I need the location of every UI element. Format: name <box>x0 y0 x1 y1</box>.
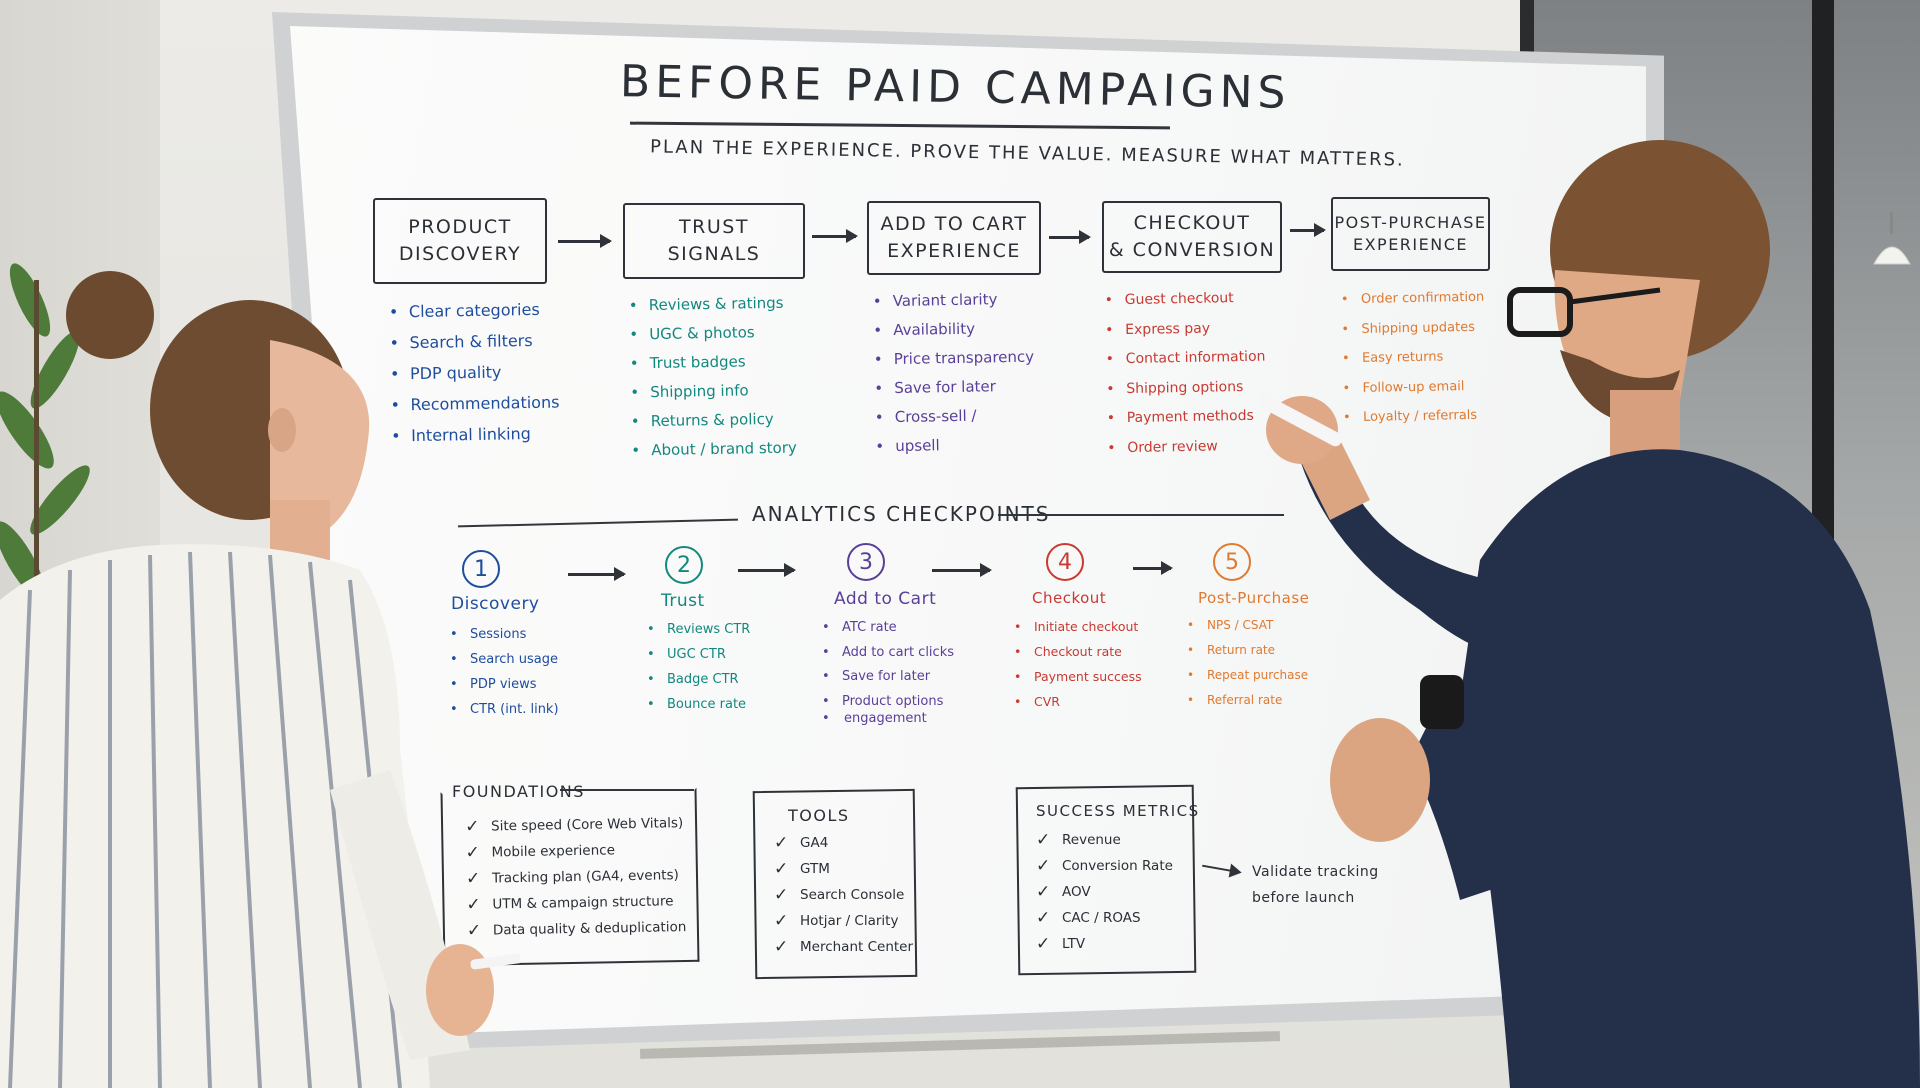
list-item: Product options <box>820 690 954 715</box>
list-item: Referral rate <box>1185 688 1308 713</box>
list-item: Reviews CTR <box>645 617 750 642</box>
panel-top-line <box>560 789 694 791</box>
check-item: GTM <box>774 856 913 882</box>
stage-checkout: CHECKOUT & CONVERSION <box>1102 201 1282 273</box>
list-item: About / brand story <box>629 434 797 466</box>
note-line-1: Validate tracking <box>1252 864 1379 880</box>
list-item: Save for later <box>872 372 1035 404</box>
flow-arrow <box>738 564 796 576</box>
add-to-cart-metrics: ATC rate Add to cart clicks Save for lat… <box>820 616 954 732</box>
list-item: ATC rate <box>820 616 954 641</box>
flow-arrow <box>558 235 612 247</box>
checkpoint-number: 2 <box>665 546 703 584</box>
check-item: Hotjar / Clarity <box>774 908 913 934</box>
checkpoint-label: Checkout <box>1032 589 1107 607</box>
list-item: UGC & photos <box>627 318 795 350</box>
list-item: Return rate <box>1185 638 1308 663</box>
flow-arrow <box>1049 231 1091 243</box>
list-item: Checkout rate <box>1012 639 1142 664</box>
checkpoint-label: Add to Cart <box>834 589 937 609</box>
flow-arrow <box>568 568 626 580</box>
list-item: Save for later <box>820 665 954 690</box>
success-metrics-title: SUCCESS METRICS <box>1036 802 1200 820</box>
list-item: engagement <box>820 707 954 732</box>
stage-post-purchase: POST-PURCHASE EXPERIENCE <box>1331 197 1490 271</box>
tools-title: TOOLS <box>788 806 850 825</box>
list-item: Express pay <box>1103 313 1265 345</box>
foundations-title: FOUNDATIONS <box>452 782 585 801</box>
list-item: Bounce rate <box>645 692 750 717</box>
list-item: Trust badges <box>628 347 796 379</box>
woman-presenter <box>0 271 520 1088</box>
list-item: CVR <box>1012 689 1142 714</box>
success-metrics-list: Revenue Conversion Rate AOV CAC / ROAS L… <box>1036 827 1173 957</box>
stage-add-to-cart: ADD TO CART EXPERIENCE <box>867 201 1041 275</box>
list-item: Returns & policy <box>629 405 797 437</box>
check-item: CAC / ROAS <box>1036 905 1173 931</box>
check-item: GA4 <box>774 830 913 856</box>
check-item: Merchant Center <box>774 934 913 960</box>
flow-arrow <box>1133 562 1173 574</box>
checkpoint-label: Discovery <box>451 594 540 614</box>
checkpoint-label: Trust <box>661 591 705 611</box>
list-item: Initiate checkout <box>1012 614 1142 639</box>
check-item: Revenue <box>1036 827 1173 853</box>
man-presenter <box>1260 140 1920 1088</box>
add-to-cart-list: Variant clarity Availability Price trans… <box>870 285 1035 462</box>
stage-product-discovery: PRODUCT DISCOVERY <box>373 198 547 284</box>
list-item: UGC CTR <box>645 642 750 667</box>
list-item: NPS / CSAT <box>1185 613 1308 638</box>
list-item: Availability <box>871 314 1034 346</box>
flow-arrow <box>812 230 858 242</box>
list-item: Guest checkout <box>1102 284 1264 316</box>
checkpoint-number: 5 <box>1213 543 1251 581</box>
list-item: PDP views <box>448 672 559 697</box>
checkpoint-number: 3 <box>847 543 885 581</box>
checkout-metrics: Initiate checkout Checkout rate Payment … <box>1012 614 1142 714</box>
trust-list: Reviews & ratings UGC & photos Trust bad… <box>626 289 797 466</box>
checkpoint-number: 4 <box>1046 543 1084 581</box>
check-item: Conversion Rate <box>1036 853 1173 879</box>
stage-trust-signals: TRUST SIGNALS <box>623 203 805 279</box>
check-item: AOV <box>1036 879 1173 905</box>
list-item: upsell <box>873 430 1036 462</box>
list-item: Repeat purchase <box>1185 663 1308 688</box>
list-item: CTR (int. link) <box>448 697 559 722</box>
check-item: LTV <box>1036 931 1173 957</box>
list-item: Search usage <box>448 647 559 672</box>
list-item: Reviews & ratings <box>626 289 794 321</box>
tools-list: GA4 GTM Search Console Hotjar / Clarity … <box>774 830 913 960</box>
flow-arrow <box>1290 224 1326 236</box>
discovery-metrics: Sessions Search usage PDP views CTR (int… <box>448 622 559 722</box>
list-item: Payment methods <box>1105 402 1267 434</box>
list-item: Price transparency <box>872 343 1035 375</box>
list-item: Shipping options <box>1104 372 1266 404</box>
list-item: Contact information <box>1103 343 1266 375</box>
post-purchase-metrics: NPS / CSAT Return rate Repeat purchase R… <box>1185 613 1308 713</box>
note-line-2: before launch <box>1252 890 1355 906</box>
list-item: Sessions <box>448 622 559 647</box>
checkout-list: Guest checkout Express pay Contact infor… <box>1102 284 1267 464</box>
list-item: Payment success <box>1012 664 1142 689</box>
section-divider <box>998 514 1284 516</box>
list-item: Cross-sell / <box>873 401 1036 433</box>
list-item: Variant clarity <box>870 285 1033 317</box>
list-item: Badge CTR <box>645 667 750 692</box>
flow-arrow <box>932 564 992 576</box>
list-item: Add to cart clicks <box>820 641 954 666</box>
checkpoint-number: 1 <box>462 550 500 588</box>
list-item: Shipping info <box>628 376 796 408</box>
check-item: Search Console <box>774 882 913 908</box>
list-item: Order review <box>1105 431 1267 463</box>
pendant-lamp <box>1873 212 1911 265</box>
trust-metrics: Reviews CTR UGC CTR Badge CTR Bounce rat… <box>645 617 750 717</box>
checkpoint-label: Post-Purchase <box>1198 589 1310 607</box>
